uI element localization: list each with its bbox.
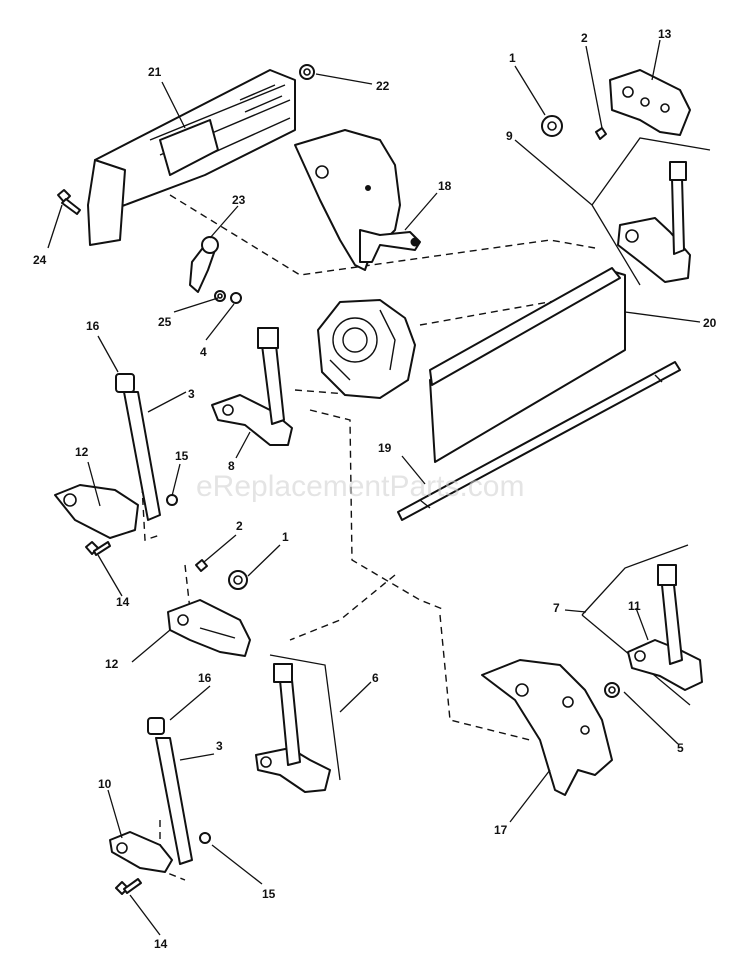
assembly-7 xyxy=(581,544,703,706)
callout-5: 5 xyxy=(677,741,684,755)
part-3-rod-upper xyxy=(123,391,161,521)
callout-11: 11 xyxy=(628,599,641,613)
callout-13: 13 xyxy=(658,27,672,41)
leader-lines xyxy=(47,39,701,936)
part-15-clip-upper xyxy=(166,494,178,506)
part-17-side-plate xyxy=(481,659,613,796)
callout-3-upper: 3 xyxy=(188,387,195,401)
part-19-shaft xyxy=(397,361,681,521)
part-8-lever-assembly xyxy=(211,327,293,446)
part-3-rod-lower xyxy=(155,737,193,865)
callout-17: 17 xyxy=(494,823,508,837)
part-16-knob-lower xyxy=(147,717,165,735)
part-14-bolt-upper xyxy=(85,541,111,556)
callout-25: 25 xyxy=(158,315,172,329)
callout-6: 6 xyxy=(372,671,379,685)
callout-12-upper: 12 xyxy=(75,445,89,459)
part-16-knob-upper xyxy=(115,373,135,393)
part-23-lever-arm xyxy=(189,236,219,293)
callout-15-lower: 15 xyxy=(262,887,276,901)
part-2-screw-middle xyxy=(195,559,208,572)
callout-23: 23 xyxy=(232,193,246,207)
callout-10: 10 xyxy=(98,777,112,791)
callout-12-middle: 12 xyxy=(105,657,119,671)
callout-24: 24 xyxy=(33,253,47,267)
callout-15-upper: 15 xyxy=(175,449,189,463)
callout-20: 20 xyxy=(703,316,717,330)
callout-3-lower: 3 xyxy=(216,739,223,753)
callout-labels: 21 22 24 23 18 1 2 13 9 25 4 20 16 3 8 1… xyxy=(33,27,717,951)
callout-16-upper: 16 xyxy=(86,319,100,333)
callout-2-top: 2 xyxy=(581,31,588,45)
part-1-bushing-middle xyxy=(228,570,248,590)
callout-22: 22 xyxy=(376,79,390,93)
callout-14-lower: 14 xyxy=(154,937,168,951)
callout-16-lower: 16 xyxy=(198,671,212,685)
part-13-plate xyxy=(609,69,691,136)
callout-8: 8 xyxy=(228,459,235,473)
part-20-cover-panel xyxy=(429,267,626,463)
part-24-bolt xyxy=(57,189,81,215)
watermark-text: eReplacementParts.com xyxy=(196,470,524,503)
assembly-6 xyxy=(255,654,341,793)
callout-19: 19 xyxy=(378,441,392,455)
callout-1-top: 1 xyxy=(509,51,516,65)
callout-21: 21 xyxy=(148,65,162,79)
part-12-lever-middle xyxy=(167,599,251,657)
callout-1-middle: 1 xyxy=(282,530,289,544)
part-14-bolt-lower xyxy=(115,878,142,895)
callout-9: 9 xyxy=(506,129,513,143)
part-15-clip-lower xyxy=(199,832,211,844)
part-5-nut xyxy=(604,682,620,698)
dashed-reference-lines xyxy=(139,194,596,881)
part-21-mounting-bracket xyxy=(87,69,296,246)
callout-4: 4 xyxy=(200,345,207,359)
part-4-nut xyxy=(230,292,242,304)
part-10-lever xyxy=(109,831,173,873)
part-12-lever-upper xyxy=(54,484,139,539)
part-18-shroud-plate xyxy=(294,129,421,271)
callout-7: 7 xyxy=(553,601,560,615)
callout-18: 18 xyxy=(438,179,452,193)
callout-2-middle: 2 xyxy=(236,519,243,533)
motor-assembly xyxy=(317,299,416,399)
part-22-nut xyxy=(299,64,315,80)
part-2-screw-top xyxy=(595,127,607,140)
assembly-9 xyxy=(591,137,711,286)
part-25-washer xyxy=(214,290,226,302)
callout-14-upper: 14 xyxy=(116,595,130,609)
part-1-bushing-top xyxy=(541,115,563,137)
